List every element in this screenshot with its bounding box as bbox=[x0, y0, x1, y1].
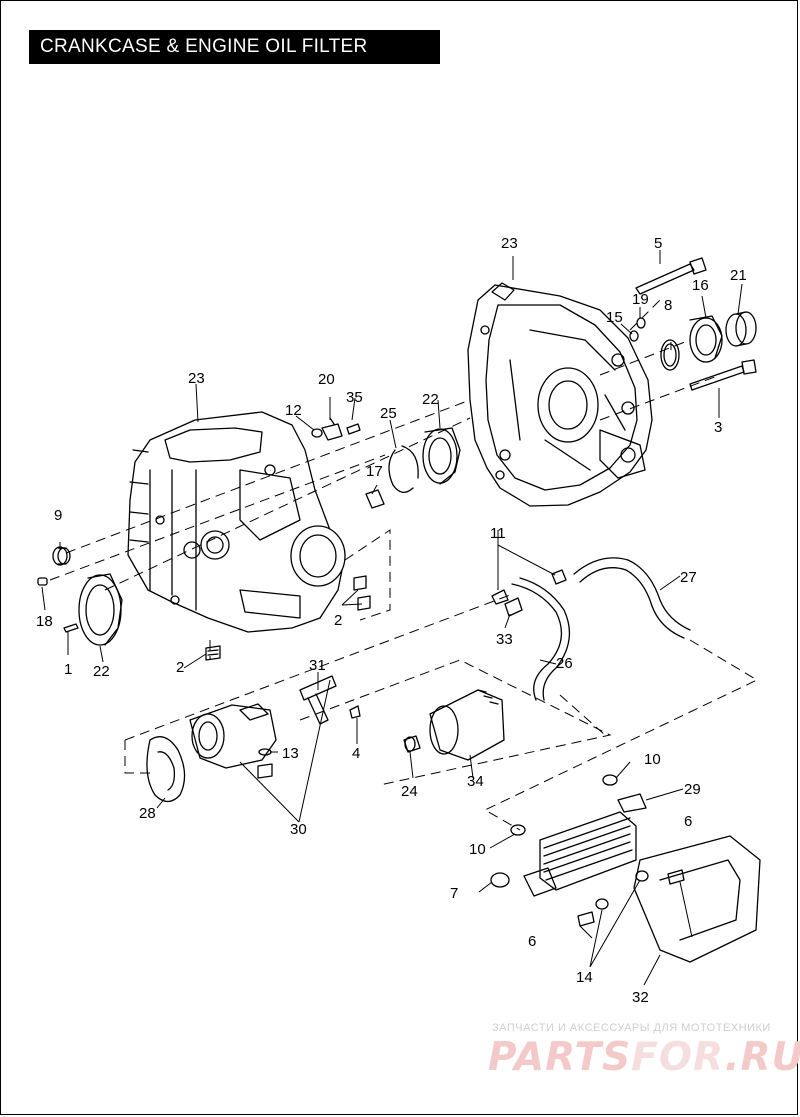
part-22-bearing-right bbox=[422, 427, 461, 485]
watermark-brand-right: .RU bbox=[724, 1035, 800, 1080]
part-34-oil-filter bbox=[429, 689, 505, 761]
callout-23b: 23 bbox=[501, 235, 518, 252]
part-31-bracket bbox=[299, 675, 337, 725]
right-crankcase-half bbox=[467, 282, 653, 507]
part-35-screw bbox=[346, 423, 361, 435]
callout-27: 27 bbox=[680, 569, 697, 586]
part-21-bushing bbox=[725, 311, 757, 347]
part-4-fitting bbox=[349, 705, 361, 719]
callout-13: 13 bbox=[282, 745, 299, 762]
part-12-oring bbox=[311, 428, 323, 438]
callout-31: 31 bbox=[309, 657, 326, 674]
callout-3: 3 bbox=[714, 419, 722, 436]
part-10-nuts bbox=[510, 774, 618, 836]
part-30-oil-pump bbox=[189, 703, 277, 769]
callout-12: 12 bbox=[285, 402, 302, 419]
part-1-screw bbox=[63, 623, 79, 633]
callout-25: 25 bbox=[380, 405, 397, 422]
part-14-washers bbox=[595, 870, 649, 910]
watermark-subtitle: ЗАПЧАСТИ И АКСЕССУАРЫ ДЛЯ МОТОТЕХНИКИ bbox=[492, 1022, 771, 1034]
callout-2b: 2 bbox=[334, 612, 342, 629]
part-19-pin bbox=[636, 317, 646, 329]
callout-10a: 10 bbox=[644, 751, 661, 768]
callout-21: 21 bbox=[730, 267, 747, 284]
part-2-plug-bottom bbox=[205, 645, 221, 661]
callout-9: 9 bbox=[54, 507, 62, 524]
callout-14: 14 bbox=[576, 969, 593, 986]
callout-30: 30 bbox=[290, 821, 307, 838]
callout-19: 19 bbox=[632, 291, 649, 308]
part-11-clamps bbox=[491, 569, 567, 605]
callout-6a: 6 bbox=[684, 813, 692, 830]
callout-20: 20 bbox=[318, 371, 335, 388]
callout-34: 34 bbox=[467, 773, 484, 790]
part-pump-plug bbox=[257, 763, 273, 779]
part-22-bearing-left bbox=[78, 573, 123, 646]
callout-4: 4 bbox=[352, 745, 360, 762]
callout-2a: 2 bbox=[176, 659, 184, 676]
callout-35: 35 bbox=[346, 389, 363, 406]
part-28-gasket bbox=[146, 736, 186, 803]
part-24-nipple bbox=[403, 735, 421, 753]
callout-33: 33 bbox=[496, 631, 513, 648]
watermark-brand-mid: FOR bbox=[631, 1035, 725, 1080]
callout-26: 26 bbox=[556, 655, 573, 672]
callout-10b: 10 bbox=[469, 841, 486, 858]
part-15-pin bbox=[629, 330, 639, 342]
callout-22b: 22 bbox=[422, 391, 439, 408]
part-3-bolt bbox=[689, 359, 757, 391]
part-33-fitting bbox=[504, 597, 523, 617]
callout-1: 1 bbox=[64, 661, 72, 678]
callout-32: 32 bbox=[632, 989, 649, 1006]
leader-lines bbox=[41, 250, 743, 986]
callout-23a: 23 bbox=[188, 370, 205, 387]
callout-22a: 22 bbox=[93, 663, 110, 680]
diagram-title: CRANKCASE & ENGINE OIL FILTER bbox=[29, 30, 440, 64]
part-16-bearing bbox=[689, 315, 723, 363]
callout-16: 16 bbox=[692, 277, 709, 294]
callout-24: 24 bbox=[401, 783, 418, 800]
callout-28: 28 bbox=[139, 805, 156, 822]
part-29-oil-cooler bbox=[523, 793, 647, 897]
callout-15: 15 bbox=[606, 309, 623, 326]
callout-29: 29 bbox=[684, 781, 701, 798]
watermark-brand-left: PARTS bbox=[488, 1035, 632, 1080]
part-20-fitting bbox=[321, 417, 343, 441]
part-8-seal bbox=[660, 339, 680, 371]
part-17-sleeve bbox=[365, 489, 385, 509]
callout-6b: 6 bbox=[528, 933, 536, 950]
callout-5: 5 bbox=[654, 235, 662, 252]
part-13-oring bbox=[258, 748, 272, 756]
callout-11: 11 bbox=[490, 525, 506, 542]
callout-numbers: 1 2 2 3 4 5 6 6 7 8 9 10 10 11 12 13 14 … bbox=[36, 235, 747, 1006]
part-26-hose bbox=[511, 577, 570, 701]
callout-8: 8 bbox=[664, 297, 672, 314]
part-27-hose bbox=[573, 557, 691, 639]
watermark-logo: PARTSFOR.RU bbox=[488, 1035, 800, 1080]
left-crankcase-half bbox=[127, 411, 346, 633]
callout-17: 17 bbox=[366, 463, 383, 480]
part-2-plugs-right bbox=[353, 575, 371, 611]
callout-7: 7 bbox=[450, 885, 458, 902]
part-25-retaining-ring bbox=[388, 445, 419, 493]
part-7-nut bbox=[490, 872, 510, 888]
part-32-cover bbox=[633, 835, 761, 963]
part-9-bearing bbox=[52, 546, 71, 566]
part-5-bolt bbox=[635, 257, 707, 295]
part-18-dowel bbox=[37, 577, 48, 586]
assembly-lines bbox=[49, 299, 759, 831]
part-6-screws bbox=[577, 869, 685, 927]
callout-18: 18 bbox=[36, 613, 53, 630]
